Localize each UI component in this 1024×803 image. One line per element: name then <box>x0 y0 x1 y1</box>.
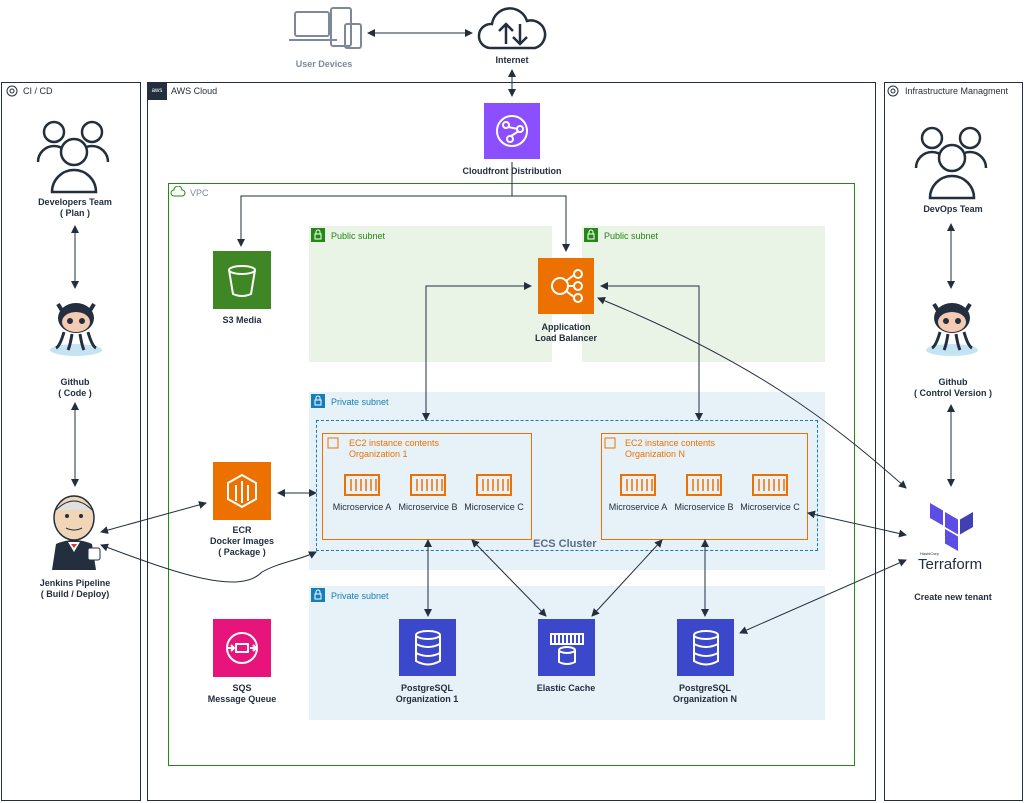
elasticache-icon <box>538 619 595 676</box>
cicd-title: CI / CD <box>23 86 53 96</box>
container-icon <box>344 474 380 501</box>
s3-label: S3 Media <box>222 315 262 325</box>
developers-team-sub: ( Plan ) <box>59 208 90 218</box>
sqs-label-1: SQS <box>232 683 252 693</box>
container-icon <box>752 474 788 501</box>
ecr-icon <box>213 462 271 520</box>
lock-icon <box>311 228 325 247</box>
container-icon <box>686 474 722 501</box>
vpc-cloud-icon <box>170 185 186 203</box>
user-devices-label: User Devices <box>295 59 353 69</box>
private-subnet-1-title: Private subnet <box>331 397 389 407</box>
cicd-group <box>1 82 141 801</box>
github-octocat-icon <box>46 294 106 363</box>
jenkins-label: Jenkins Pipeline <box>39 578 111 588</box>
sqs-label-2: Message Queue <box>207 694 277 704</box>
create-tenant-label: Create new tenant <box>914 592 992 602</box>
github-octocat-icon <box>922 294 982 363</box>
alb-label-1: Application <box>541 322 591 332</box>
developers-team-label: Developers Team <box>38 197 112 207</box>
alb-label-2: Load Balancer <box>534 333 598 343</box>
microservice-c-label: Microservice C <box>740 502 800 512</box>
infra-github-sub: ( Control Version ) <box>913 388 992 398</box>
terraform-logo-icon <box>930 503 974 556</box>
container-icon <box>476 474 512 501</box>
cloudfront-icon <box>484 103 540 159</box>
public-subnet-2-title: Public subnet <box>604 231 659 241</box>
microservice-a-label: Microservice A <box>608 502 668 512</box>
infra-title: Infrastructure Managment <box>905 86 1009 96</box>
cloudfront-label: Cloudfront Distribution <box>462 166 562 176</box>
github-label: Github <box>60 377 90 387</box>
jenkins-icon <box>46 492 104 575</box>
ecr-label-3: ( Package ) <box>218 547 266 557</box>
pg1-label-1: PostgreSQL <box>400 683 453 693</box>
rds-postgres-icon <box>399 619 456 676</box>
lock-icon <box>311 394 325 413</box>
ec2-icon <box>327 436 339 454</box>
terraform-hashicorp-text: HashiCorp <box>920 551 939 556</box>
gear-icon <box>5 84 19 103</box>
s3-bucket-icon <box>213 251 271 309</box>
user-devices-icon <box>287 2 363 61</box>
microservice-a-label: Microservice A <box>332 502 392 512</box>
pgn-label-2: Organization N <box>672 694 737 704</box>
private-subnet-2-title: Private subnet <box>331 591 389 601</box>
container-icon <box>620 474 656 501</box>
gear-icon <box>886 84 900 103</box>
ec2-org1-org: Organization 1 <box>349 449 408 459</box>
sqs-icon <box>213 619 271 677</box>
ec2-org1-title: EC2 instance contents <box>349 438 440 448</box>
public-subnet-1-title: Public subnet <box>331 231 386 241</box>
lock-icon <box>311 588 325 607</box>
container-icon <box>410 474 446 501</box>
devops-team-icon <box>912 124 992 205</box>
ecr-label-1: ECR <box>232 525 252 535</box>
cache-label: Elastic Cache <box>536 683 596 693</box>
developers-team-icon <box>34 118 114 199</box>
rds-postgres-icon <box>677 619 734 676</box>
load-balancer-icon <box>538 258 594 314</box>
microservice-b-label: Microservice B <box>398 502 458 512</box>
github-sub: ( Code ) <box>58 388 92 398</box>
pg1-label-2: Organization 1 <box>395 694 459 704</box>
infra-github-label: Github <box>938 377 968 387</box>
aws-logo-icon: aws <box>147 82 167 100</box>
microservice-b-label: Microservice B <box>674 502 734 512</box>
pgn-label-1: PostgreSQL <box>678 683 731 693</box>
terraform-wordmark: Terraform <box>918 556 983 573</box>
aws-cloud-title: AWS Cloud <box>171 86 218 96</box>
devops-team-label: DevOps Team <box>923 204 983 214</box>
vpc-title: VPC <box>190 188 209 198</box>
internet-label: Internet <box>495 55 529 65</box>
ecr-label-2: Docker Images <box>209 536 275 546</box>
microservice-c-label: Microservice C <box>464 502 524 512</box>
internet-cloud-icon <box>474 4 550 59</box>
lock-icon <box>584 228 598 247</box>
ecs-cluster-title: ECS Cluster <box>533 538 597 550</box>
jenkins-sub: ( Build / Deploy) <box>40 589 110 599</box>
